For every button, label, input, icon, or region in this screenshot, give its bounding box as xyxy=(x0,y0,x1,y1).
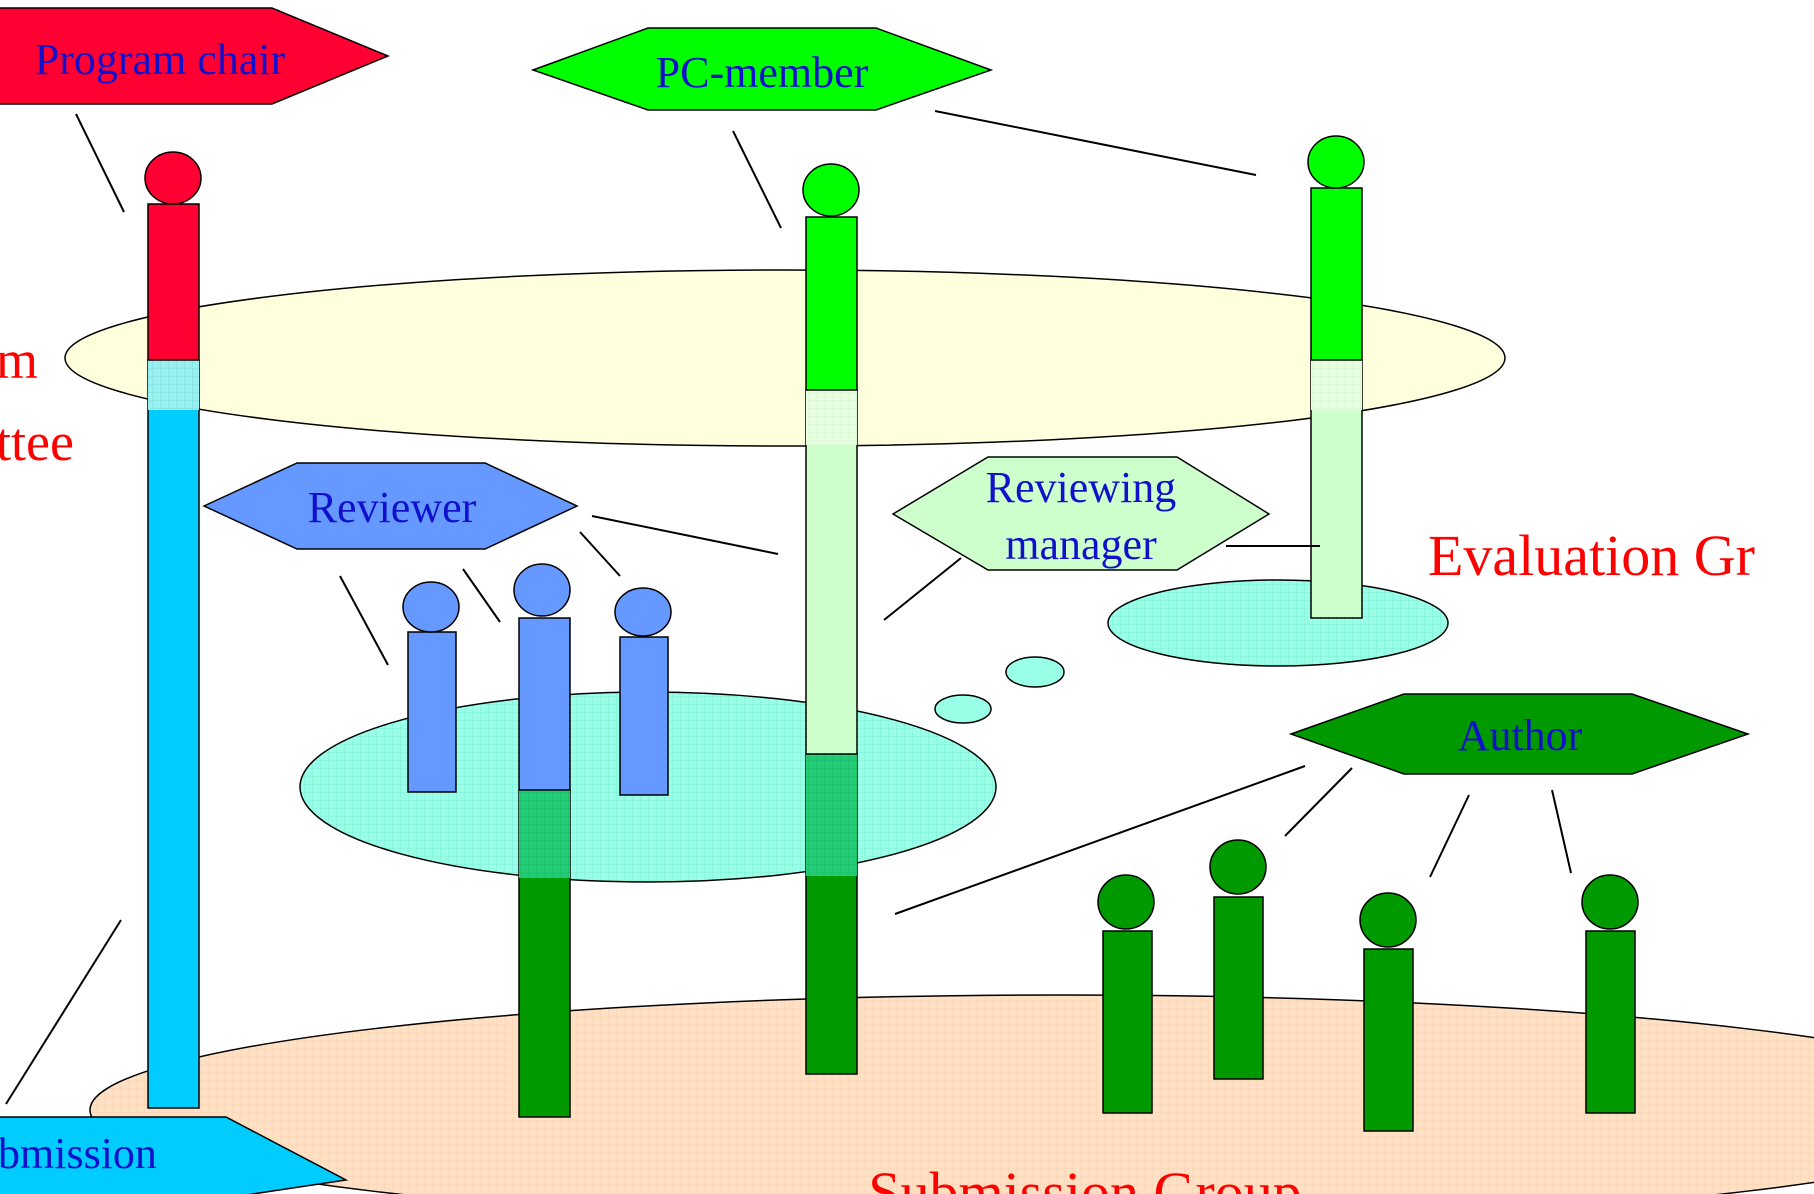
program-chair-tag-hexagon-icon xyxy=(0,7,390,105)
connector-lines xyxy=(5,110,1572,1105)
reviewing-manager-tag-hexagon-icon xyxy=(891,456,1271,571)
author-label: Author xyxy=(1458,711,1583,760)
thought-bubble-small xyxy=(934,694,992,724)
program-chair-figure xyxy=(144,151,202,1109)
evaluation-group-ellipse-small xyxy=(1107,579,1449,667)
reviewing-manager-label-line2: manager xyxy=(1005,520,1157,569)
reviewer-figure-1 xyxy=(402,581,460,793)
pc-member-figure-1 xyxy=(802,163,860,1075)
program-committee-label-line1: m xyxy=(0,330,38,390)
reviewer-figure-3 xyxy=(614,587,672,796)
reviewing-manager-label-line1: Reviewing xyxy=(986,463,1177,512)
pc-member-label: PC-member xyxy=(656,48,869,97)
author-tag-hexagon-icon xyxy=(1288,693,1751,775)
reviewer-tag-hexagon-icon xyxy=(202,462,579,550)
reviewer-label: Reviewer xyxy=(308,483,477,532)
pc-member-figure-2 xyxy=(1307,135,1365,619)
author-figure-3 xyxy=(1359,892,1417,1132)
submission-group-label: Submission Group xyxy=(868,1160,1301,1194)
thought-bubble-large xyxy=(1005,656,1065,688)
program-committee-label-line2: ttee xyxy=(0,412,74,472)
evaluation-group-label: Evaluation Gr xyxy=(1428,523,1755,588)
program-committee-ellipse xyxy=(64,269,1506,447)
submission-tag-hexagon-icon xyxy=(0,1116,349,1194)
submission-label: bmission xyxy=(0,1129,157,1178)
program-chair-label: Program chair xyxy=(35,35,286,84)
reviewer-figure-2 xyxy=(513,563,571,1118)
author-figure-1 xyxy=(1097,874,1155,1114)
author-figure-2 xyxy=(1209,839,1267,1080)
author-figure-4 xyxy=(1581,874,1639,1114)
pc-member-tag-hexagon-icon xyxy=(530,27,994,111)
